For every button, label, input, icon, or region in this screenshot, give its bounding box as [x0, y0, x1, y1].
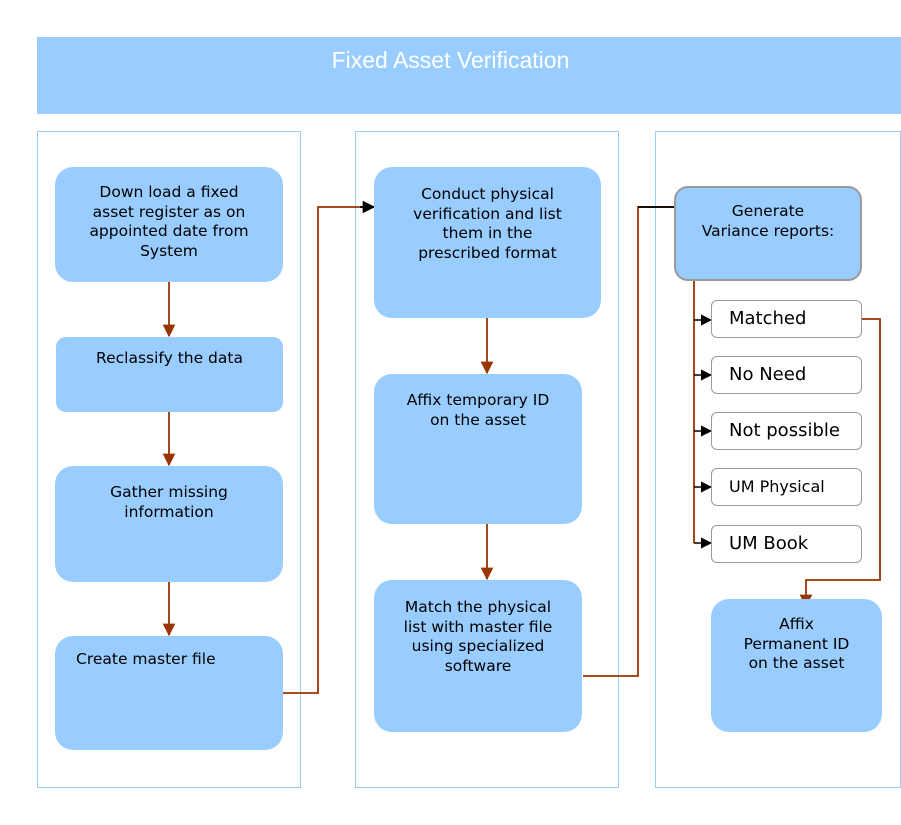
- option-matched: Matched: [711, 300, 862, 338]
- diagram-title: Fixed Asset Verification: [331, 47, 570, 73]
- option-not-possible: Not possible: [711, 412, 862, 450]
- step-physical-verification: Conduct physical verification and list t…: [374, 167, 601, 318]
- step-reclassify-data: Reclassify the data: [56, 337, 283, 412]
- arrow-matched-final: [799, 318, 881, 608]
- step-download-register: Down load a fixed asset register as on a…: [55, 167, 283, 282]
- option-no-need: No Need: [711, 356, 862, 394]
- step-affix-temporary-id: Affix temporary ID on the asset: [374, 374, 582, 524]
- header-banner: [37, 37, 901, 114]
- step-create-master-file: Create master file: [55, 636, 283, 750]
- option-um-physical: UM Physical: [711, 468, 862, 506]
- step-match-physical-list: Match the physical list with master file…: [374, 580, 582, 732]
- step-affix-permanent-id: Affix Permanent ID on the asset: [711, 599, 882, 732]
- step-generate-variance-reports: Generate Variance reports:: [674, 186, 862, 281]
- option-um-book: UM Book: [711, 525, 862, 563]
- step-gather-information: Gather missing information: [55, 466, 283, 582]
- arrow-c1-c2: [283, 206, 374, 694]
